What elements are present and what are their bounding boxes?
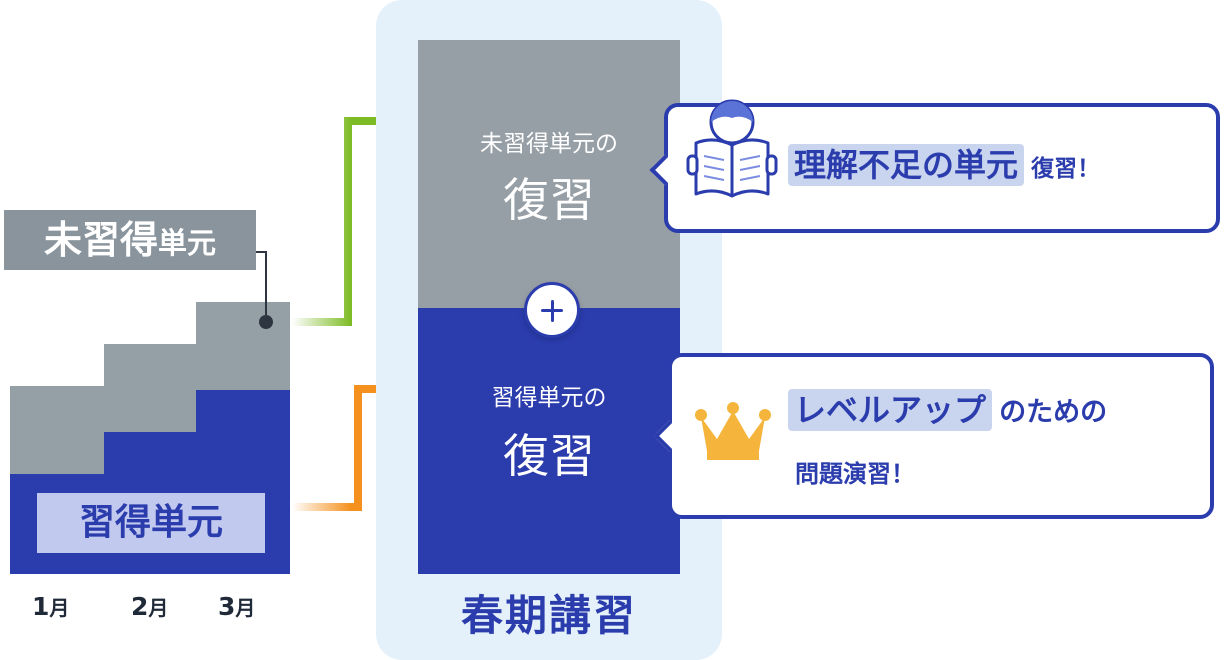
month-1-unit: 月 xyxy=(49,596,70,620)
month-label-3: 3月 xyxy=(218,592,255,621)
level-up-callout-line2: 問題演習！ xyxy=(795,460,915,488)
bottom-block-title: 復習 xyxy=(503,429,595,483)
month-3-unit: 月 xyxy=(235,596,256,620)
month-3-number: 3 xyxy=(218,592,236,621)
unlearned-unit-label: 未習得単元 xyxy=(4,210,256,270)
review-callout-highlight: 理解不足の単元 xyxy=(788,144,1025,186)
bottom-block-subtitle: 習得単元の xyxy=(491,385,607,411)
month-label-1: 1月 xyxy=(32,592,69,621)
review-callout-text: 理解不足の単元 復習！ xyxy=(788,140,1100,186)
month-label-2: 2月 xyxy=(131,592,168,621)
month-2-number: 2 xyxy=(131,592,149,621)
top-block-subtitle: 未習得単元の xyxy=(480,131,618,157)
top-block-title: 復習 xyxy=(503,173,595,227)
student-reading-icon xyxy=(686,99,778,198)
level-up-highlight: レベルアップ xyxy=(788,389,993,431)
level-up-suffix: のための xyxy=(999,397,1108,428)
unlearned-label-big: 未習得 xyxy=(43,218,158,262)
crown-icon xyxy=(695,402,771,460)
unlearned-label-small: 単元 xyxy=(158,226,217,260)
spring-course-label: 春期講習 xyxy=(460,591,637,640)
review-callout-suffix: 復習！ xyxy=(1031,156,1101,182)
stair-step-3-unlearned xyxy=(196,302,290,390)
learned-unit-label: 習得単元 xyxy=(37,493,265,553)
level-up-callout-line1: レベルアップ のための xyxy=(788,385,1107,431)
review-learned-block xyxy=(418,308,680,574)
stair-step-2-unlearned xyxy=(104,344,196,432)
month-1-number: 1 xyxy=(32,592,50,621)
stair-step-1-unlearned xyxy=(10,386,104,474)
plus-icon xyxy=(524,282,580,338)
leader-line xyxy=(256,251,273,329)
review-unlearned-block xyxy=(418,40,680,308)
month-2-unit: 月 xyxy=(148,596,169,620)
